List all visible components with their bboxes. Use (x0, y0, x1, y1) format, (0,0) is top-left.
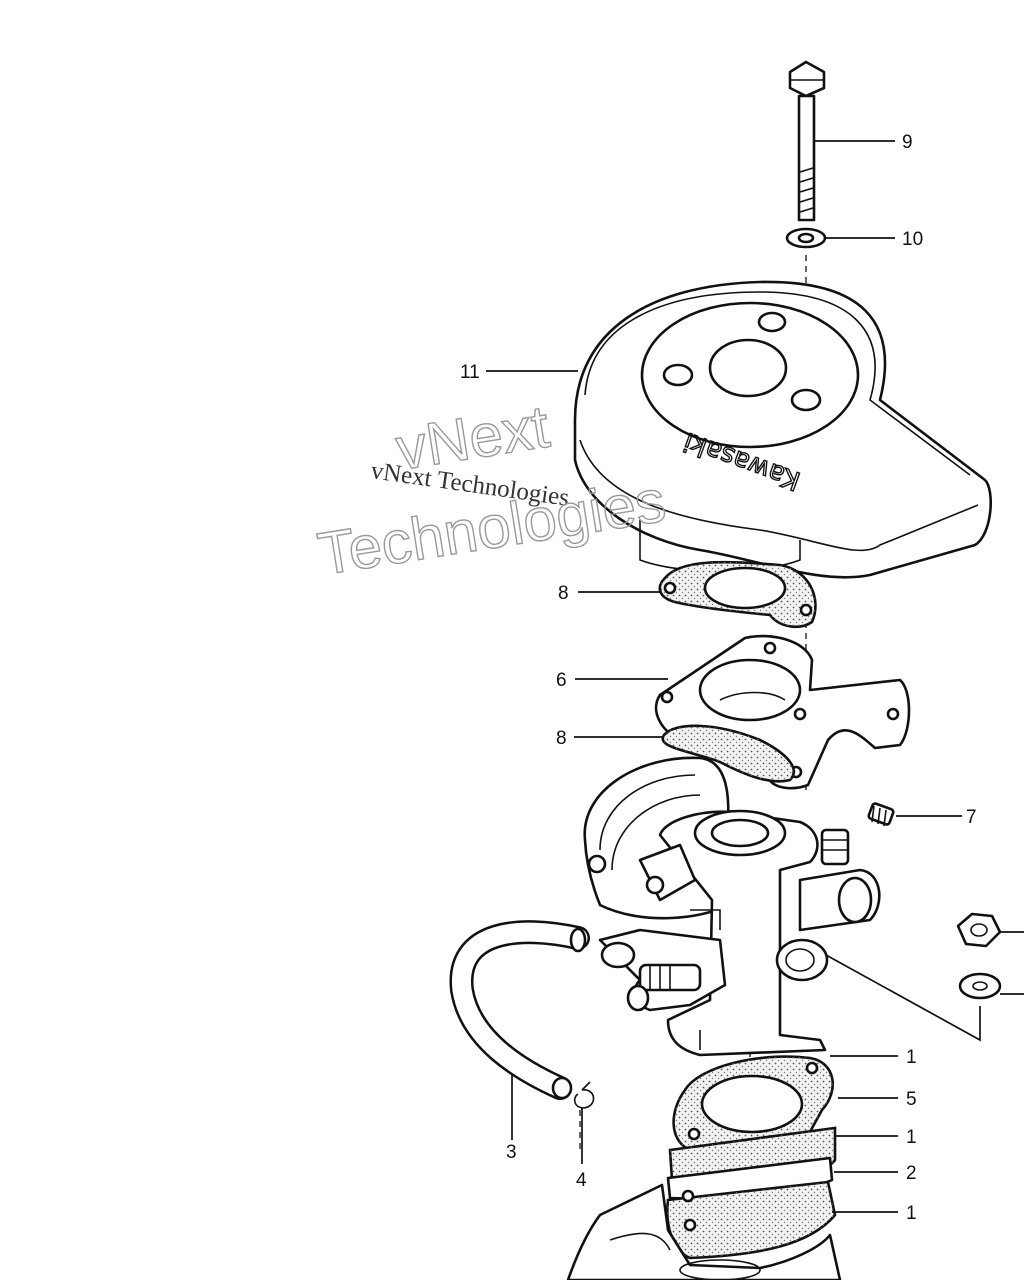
air-cleaner-cover-part: Kawasaki (573, 280, 992, 579)
callout-3: 3 (506, 1142, 517, 1163)
callout-8-upper: 8 (558, 583, 569, 604)
callout-11: 11 (460, 362, 480, 383)
callout-1-a: 1 (906, 1047, 917, 1068)
lock-washer-part (958, 972, 1002, 1000)
carburetor-body-part (583, 756, 881, 1057)
callout-6: 6 (556, 670, 567, 691)
screw-part (867, 802, 895, 827)
callout-1-b: 1 (906, 1127, 917, 1148)
lower-gasket-part (661, 724, 795, 783)
callout-7: 7 (966, 807, 977, 828)
insulator-stack-parts (666, 1055, 837, 1260)
fuel-hose-part (449, 920, 590, 1100)
nut-part (956, 912, 1002, 948)
callout-9: 9 (902, 132, 913, 153)
watermark-large-line-1: vNext (392, 393, 554, 483)
callout-labels: 9 10 11 8 6 8 7 1 5 1 2 1 3 4 (460, 132, 977, 1224)
washer-part (785, 227, 827, 249)
callout-1-c: 1 (906, 1203, 917, 1224)
callout-8-lower: 8 (556, 728, 567, 749)
intake-manifold-part (566, 1183, 842, 1280)
callout-2: 2 (906, 1163, 917, 1184)
hose-clip-part (573, 1081, 595, 1109)
callout-10: 10 (902, 229, 923, 250)
leader-lines (486, 140, 1024, 1213)
bolt-part (788, 60, 826, 222)
callout-4: 4 (576, 1170, 587, 1191)
upper-gasket-part (658, 560, 817, 629)
callout-5: 5 (906, 1089, 917, 1110)
